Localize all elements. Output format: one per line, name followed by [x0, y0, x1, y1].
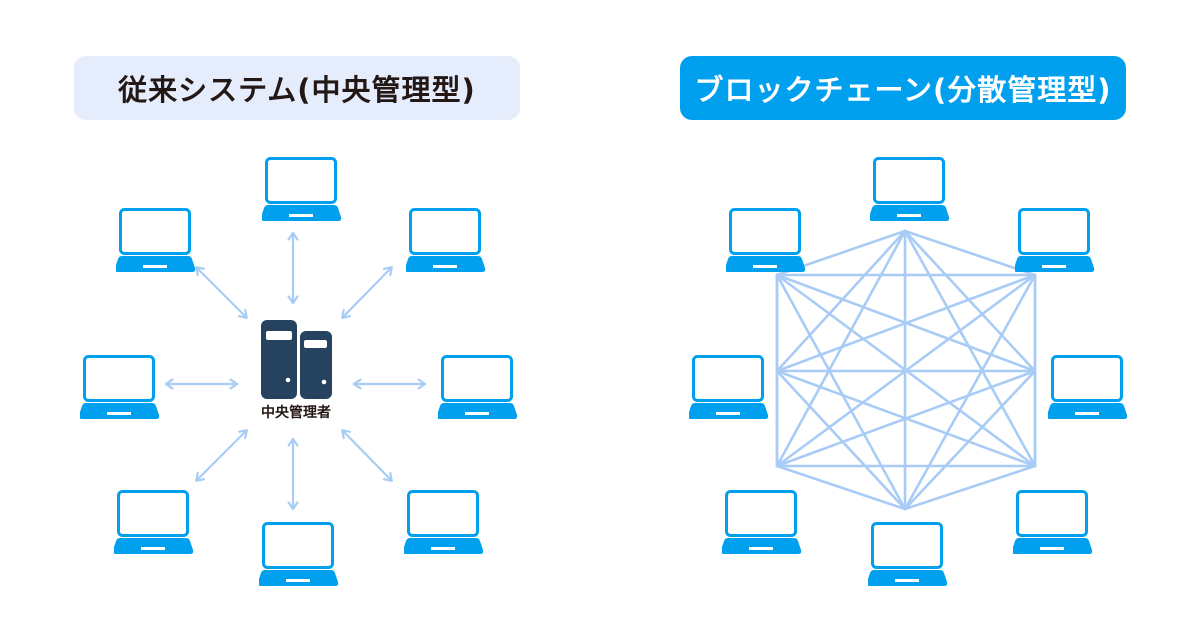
bidirectional-arrow: [341, 429, 393, 482]
centralized-system-title-text: 従来システム(中央管理型): [118, 73, 476, 107]
mesh-connection-line: [903, 229, 1037, 373]
mesh-connection-line: [903, 369, 1037, 511]
blockchain-system-title: ブロックチェーン(分散管理型): [680, 56, 1126, 120]
blockchain-mesh: [775, 229, 1037, 511]
centralized-system-title: 従来システム(中央管理型): [74, 56, 520, 120]
laptop-icon: [1013, 208, 1095, 274]
mesh-connection-line: [903, 273, 1037, 511]
blockchain-system-title-text: ブロックチェーン(分散管理型): [694, 73, 1112, 107]
laptop-icon: [687, 355, 769, 421]
bidirectional-arrow: [195, 429, 248, 482]
mesh-connection-line: [903, 229, 1037, 468]
laptop-icon: [257, 522, 339, 588]
mesh-connection-line: [903, 229, 1037, 277]
mesh-connection-line: [775, 273, 907, 511]
bidirectional-arrow: [195, 266, 248, 319]
laptop-icon: [866, 522, 948, 588]
server-icon: [261, 320, 332, 399]
laptop-icon: [1046, 355, 1128, 421]
laptop-icon: [404, 208, 486, 274]
laptop-icon: [1011, 490, 1093, 556]
bidirectional-arrow: [341, 266, 393, 319]
laptop-icon: [114, 208, 196, 274]
laptop-icon: [724, 208, 806, 274]
laptop-icon: [112, 490, 194, 556]
central-administrator-label: 中央管理者: [261, 405, 331, 421]
mesh-connection-line: [903, 464, 1037, 511]
laptop-icon: [260, 157, 342, 223]
mesh-connection-line: [775, 273, 1037, 373]
laptop-icon: [78, 355, 160, 421]
laptop-icon: [402, 490, 484, 556]
laptop-icon: [868, 157, 950, 223]
mesh-connection-line: [775, 369, 907, 511]
mesh-connection-line: [775, 369, 1037, 468]
laptop-icon: [720, 490, 802, 556]
mesh-connection-line: [775, 464, 907, 511]
centralized-arrows: [164, 231, 427, 511]
mesh-connection-line: [775, 229, 907, 373]
laptop-icon: [436, 355, 518, 421]
